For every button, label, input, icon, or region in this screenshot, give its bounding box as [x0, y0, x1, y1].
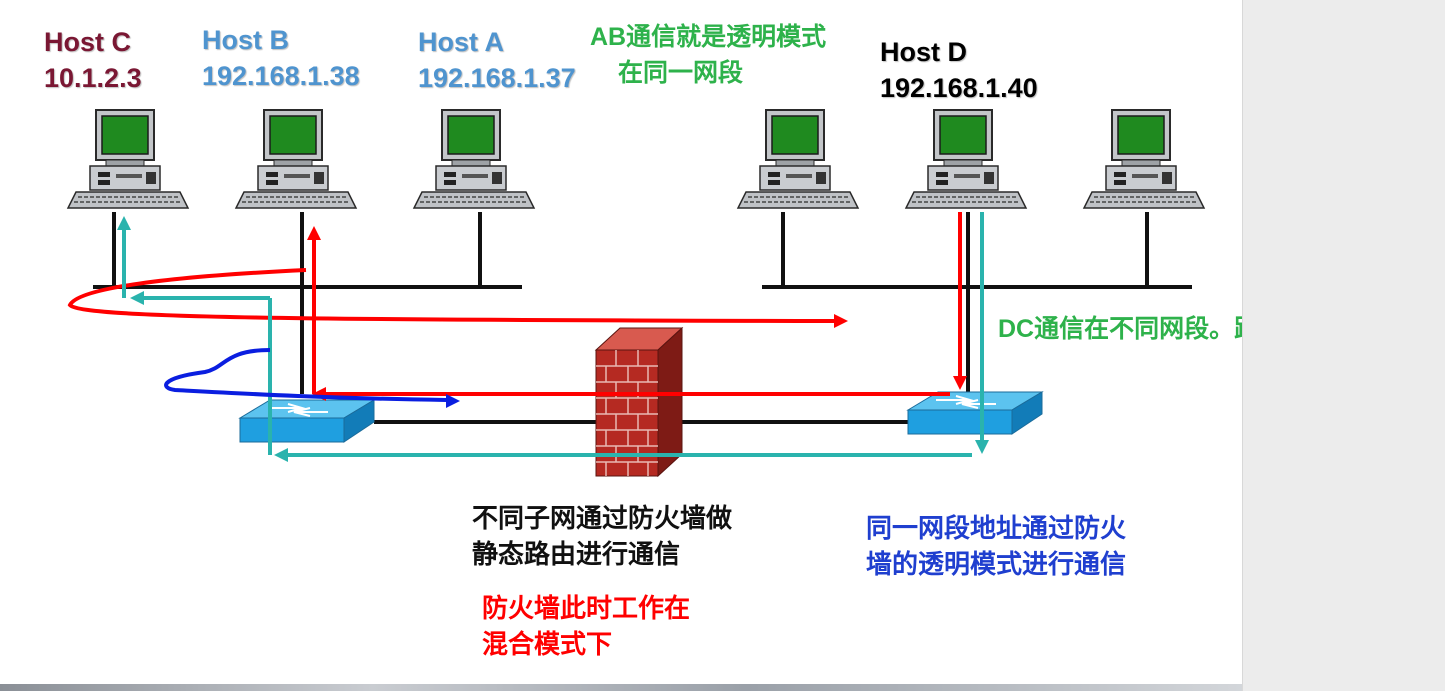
computer-icon: [413, 109, 535, 209]
switch-icon: [239, 399, 375, 443]
bottom-strip: [0, 684, 1242, 691]
side-panel: [1242, 0, 1445, 691]
teal-path: [117, 212, 989, 462]
computer-icon: [737, 109, 859, 209]
transparent-note-line1: 同一网段地址通过防火: [866, 513, 1127, 543]
diagram-canvas: [67, 109, 1205, 478]
ab-note-line1: AB通信就是透明模式: [590, 23, 827, 51]
computer-icon: [235, 109, 357, 209]
mixed-mode-note-line2: 混合模式下: [482, 629, 613, 659]
host-b-name: Host B: [202, 25, 289, 55]
host-d-name: Host D: [880, 37, 967, 67]
network-diagram: Host C 10.1.2.3 Host B 192.168.1.38 Host…: [44, 23, 1335, 659]
routing-note-line1: 不同子网通过防火墙做: [472, 503, 733, 533]
ab-note-line2: 在同一网段: [618, 59, 744, 87]
host-a-name: Host A: [418, 27, 504, 57]
blue-path: [164, 348, 460, 408]
host-b-ip: 192.168.1.38: [202, 61, 360, 91]
computer-icon: [1083, 109, 1205, 209]
computer-icon: [905, 109, 1027, 209]
routing-note-line2: 静态路由进行通信: [472, 539, 681, 569]
mixed-mode-note-line1: 防火墙此时工作在: [482, 593, 691, 623]
switch-icon: [907, 391, 1043, 435]
host-a-ip: 192.168.1.37: [418, 63, 576, 93]
red-path: [67, 212, 967, 401]
host-d-ip: 192.168.1.40: [880, 73, 1038, 103]
host-c-name: Host C: [44, 27, 131, 57]
computer-icon: [67, 109, 189, 209]
transparent-note-line2: 墙的透明模式进行通信: [866, 549, 1127, 579]
host-c-ip: 10.1.2.3: [44, 63, 142, 93]
